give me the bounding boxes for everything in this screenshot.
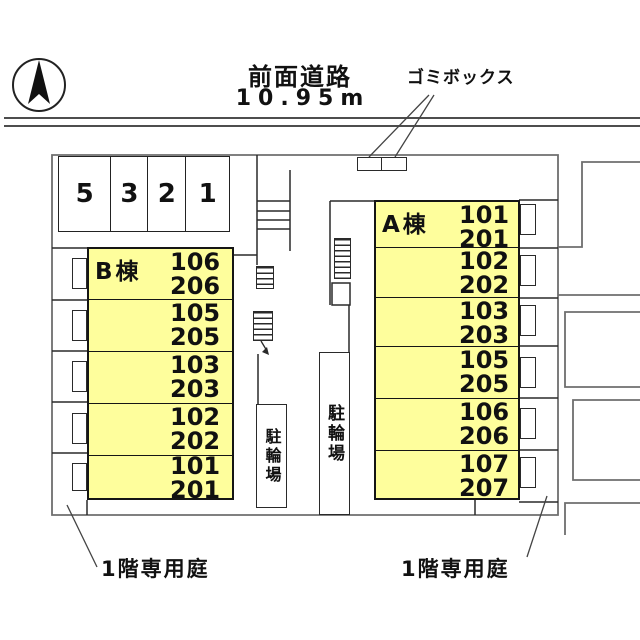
unit-number-1f: 102 bbox=[170, 402, 221, 431]
garden-label-right: 1階専用庭 bbox=[401, 557, 510, 581]
porch-box bbox=[72, 413, 87, 444]
building-b-name: B棟 bbox=[95, 259, 142, 285]
porch-box bbox=[520, 204, 536, 235]
unit-number-2f: 202 bbox=[170, 426, 221, 455]
unit-number-2f: 203 bbox=[170, 375, 221, 404]
unit-number-1f: 107 bbox=[459, 449, 510, 478]
building-a-name: A棟 bbox=[382, 212, 429, 238]
unit-number-2f: 205 bbox=[459, 369, 510, 398]
road-lines bbox=[4, 117, 640, 127]
porch-box bbox=[520, 457, 536, 488]
unit-number-2f: 205 bbox=[170, 323, 221, 352]
porch-box bbox=[72, 361, 87, 392]
bicycle-parking-right: 駐輪場 bbox=[319, 352, 350, 515]
site-boundary bbox=[51, 154, 640, 535]
parking-area: 5 3 2 1 bbox=[58, 156, 230, 232]
porch-box bbox=[72, 310, 87, 341]
garbage-box bbox=[357, 157, 383, 171]
unit-number-1f: 103 bbox=[459, 297, 510, 326]
unit-number-1f: 105 bbox=[170, 299, 221, 328]
stairs-icon bbox=[334, 238, 351, 279]
bicycle-parking-label: 駐輪場 bbox=[324, 403, 344, 464]
road-width-label: 10.95m bbox=[235, 86, 371, 111]
bicycle-parking-label: 駐輪場 bbox=[262, 427, 282, 485]
porch-box bbox=[72, 258, 87, 289]
unit-number-2f: 206 bbox=[170, 272, 221, 300]
road-name-label: 前面道路 bbox=[248, 63, 352, 91]
unit-number-2f: 201 bbox=[459, 225, 510, 253]
parking-space: 1 bbox=[185, 157, 229, 231]
parking-space: 3 bbox=[110, 157, 147, 231]
unit-number-2f: 206 bbox=[459, 421, 510, 450]
unit-number-1f: 106 bbox=[459, 397, 510, 426]
parking-space: 2 bbox=[147, 157, 185, 231]
porch-box bbox=[520, 305, 536, 336]
parking-space: 5 bbox=[75, 179, 94, 209]
unit-number-2f: 202 bbox=[459, 271, 510, 300]
north-arrow-icon bbox=[12, 58, 66, 112]
leader-lines bbox=[66, 94, 548, 568]
unit-number-1f: 105 bbox=[459, 345, 510, 374]
unit-number-2f: 201 bbox=[170, 475, 221, 504]
porch-box bbox=[520, 255, 536, 286]
unit-number-2f: 207 bbox=[459, 473, 510, 502]
unit-number-1f: 101 bbox=[459, 201, 510, 229]
porch-box bbox=[520, 408, 536, 439]
porch-box bbox=[72, 463, 87, 491]
unit-number-1f: 106 bbox=[170, 248, 221, 276]
garbage-box-label: ゴミボックス bbox=[407, 68, 515, 88]
bicycle-parking-left: 駐輪場 bbox=[256, 404, 287, 508]
stairs-icon bbox=[256, 266, 274, 289]
porch-box bbox=[520, 357, 536, 388]
stairs-icon bbox=[253, 311, 273, 341]
unit-number-1f: 101 bbox=[170, 451, 221, 480]
unit-number-2f: 203 bbox=[459, 321, 510, 350]
garden-label-left: 1階専用庭 bbox=[101, 557, 210, 581]
walkway-lines bbox=[52, 155, 558, 515]
unit-number-1f: 102 bbox=[459, 247, 510, 276]
garbage-box bbox=[381, 157, 407, 171]
unit-number-1f: 103 bbox=[170, 351, 221, 380]
